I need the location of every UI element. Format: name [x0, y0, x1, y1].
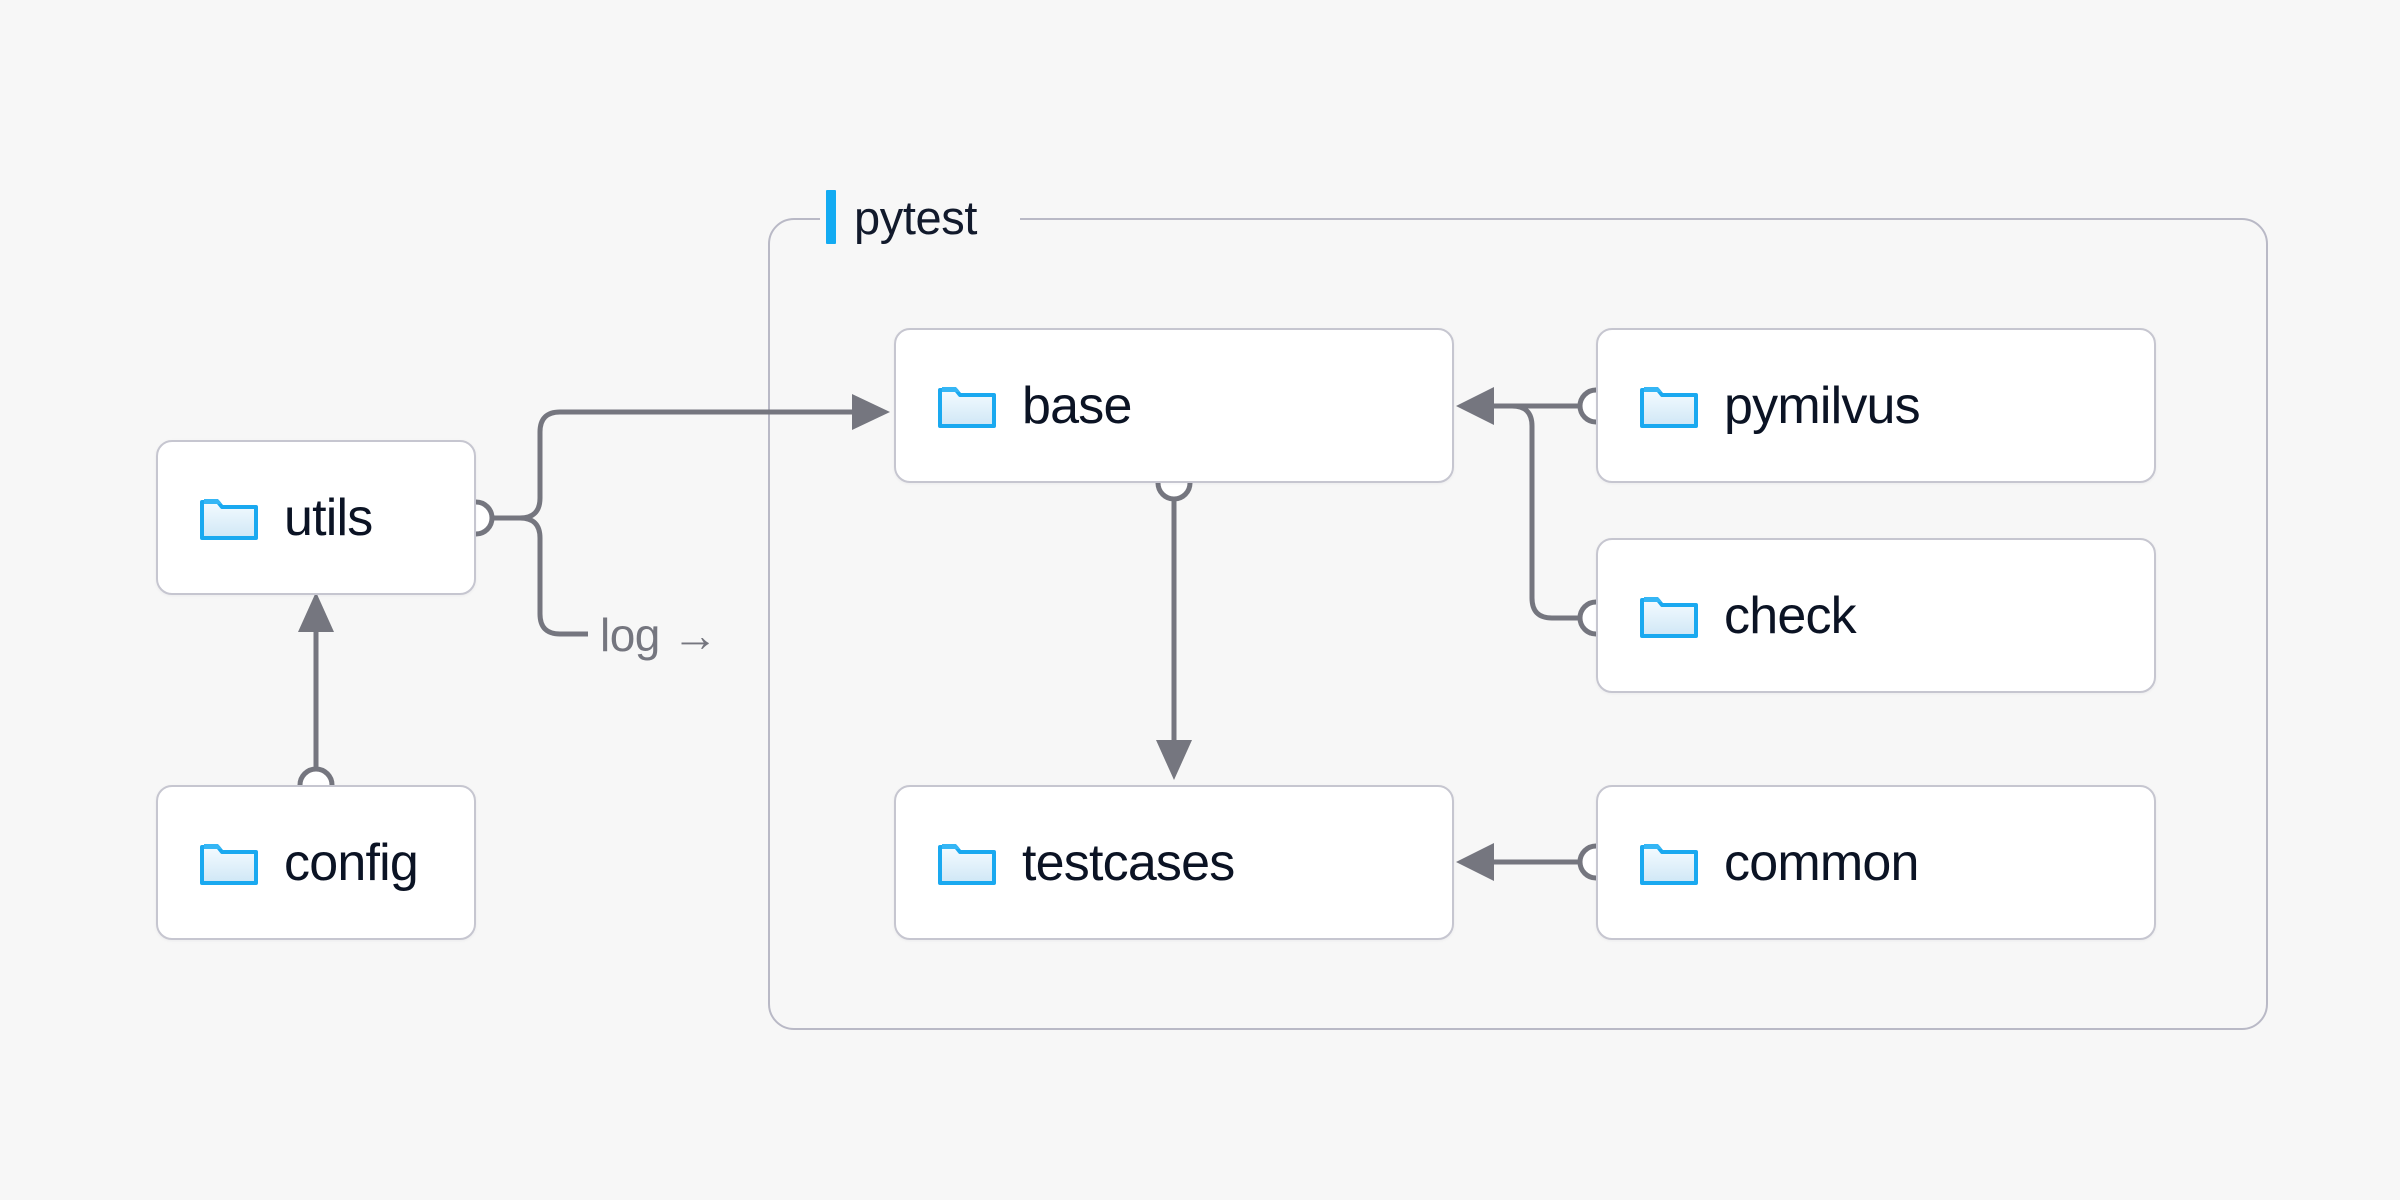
folder-icon	[938, 386, 996, 428]
node-content: pymilvus	[1598, 376, 1921, 435]
node-content: config	[158, 833, 419, 892]
node-config[interactable]: config	[156, 785, 476, 940]
node-base[interactable]: base	[894, 328, 1454, 483]
edge-utils-log	[492, 515, 588, 637]
node-label: check	[1724, 586, 1857, 645]
node-testcases[interactable]: testcases	[894, 785, 1454, 940]
group-title: pytest	[826, 190, 977, 244]
node-check[interactable]: check	[1596, 538, 2156, 693]
folder-icon	[1640, 843, 1698, 885]
folder-icon	[200, 498, 258, 540]
node-content: check	[1598, 586, 1857, 645]
group-title-label: pytest	[854, 190, 977, 244]
node-pymilvus[interactable]: pymilvus	[1596, 328, 2156, 483]
node-utils[interactable]: utils	[156, 440, 476, 595]
node-label: utils	[284, 488, 373, 547]
node-content: common	[1598, 837, 1919, 889]
edge-config-to-utils	[297, 592, 335, 804]
node-label: pymilvus	[1724, 376, 1921, 435]
node-content: utils	[158, 488, 373, 547]
folder-icon	[200, 843, 258, 885]
node-common[interactable]: common	[1596, 785, 2156, 940]
folder-icon	[1640, 386, 1698, 428]
node-content: testcases	[896, 833, 1235, 892]
accent-bar-icon	[826, 190, 836, 244]
node-label: config	[284, 833, 419, 892]
group-pytest	[768, 218, 2268, 1030]
node-content: base	[896, 380, 1132, 432]
edge-label-log: log →	[600, 609, 718, 661]
node-label: base	[1022, 376, 1132, 435]
folder-icon	[938, 843, 996, 885]
group-title-mask	[820, 205, 1020, 233]
node-label: common	[1724, 833, 1919, 892]
node-label: testcases	[1022, 833, 1235, 892]
folder-icon	[1640, 596, 1698, 638]
